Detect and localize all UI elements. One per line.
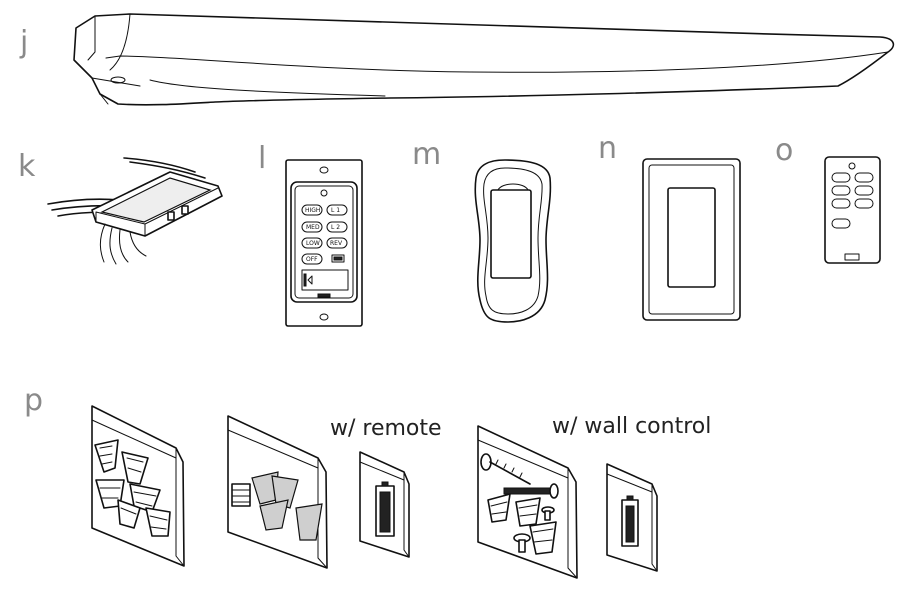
wire-nut-icon: [129, 483, 161, 513]
wire-nut-icon: [271, 475, 299, 509]
wire-nut-icon: [487, 493, 511, 523]
screw-icon: [480, 453, 531, 485]
part-label-l: l: [258, 141, 266, 176]
screw-icon: [541, 506, 555, 521]
button-l1: L 1: [331, 207, 340, 214]
button-l2: L 2: [331, 224, 340, 231]
wire-nut-icon: [121, 451, 149, 485]
button-med: MED: [306, 224, 320, 231]
caption-with-wall-control: w/ wall control: [552, 414, 711, 439]
wall-control: HIGH L 1 MED L 2 LOW REV OFF: [285, 159, 363, 327]
screw-icon: [513, 533, 531, 553]
part-label-j: j: [19, 25, 28, 60]
hardware-bag-wire-nuts: [91, 405, 185, 567]
hardware-bag-wall-control: [477, 425, 578, 579]
button-low: LOW: [306, 240, 320, 247]
button-rev: REV: [330, 240, 343, 247]
battery-icon: [375, 481, 395, 537]
part-label-m: m: [412, 137, 441, 172]
battery-bag-wall-control: [606, 463, 658, 572]
connector-icon: [231, 483, 251, 507]
part-label-p: p: [24, 383, 43, 418]
button-high: HIGH: [305, 207, 320, 214]
battery-icon: [621, 495, 639, 547]
part-label-o: o: [775, 133, 793, 168]
screw-icon: [503, 483, 559, 499]
handheld-remote: [474, 159, 552, 323]
wire-nut-icon: [117, 499, 141, 529]
small-remote: [824, 156, 881, 264]
part-label-n: n: [598, 131, 617, 166]
fan-blade: [73, 13, 895, 106]
battery-bag-remote: [359, 451, 410, 558]
wire-nut-icon: [529, 521, 557, 555]
hardware-bag-remote: [227, 415, 328, 569]
caption-with-remote: w/ remote: [330, 416, 442, 441]
button-off: OFF: [306, 256, 318, 263]
wire-nut-icon: [295, 503, 323, 541]
wall-plate: [642, 158, 741, 321]
receiver-module: [47, 157, 223, 265]
wire-nut-icon: [515, 497, 541, 527]
wire-nut-icon: [145, 507, 171, 537]
wire-nut-icon: [94, 439, 119, 473]
part-label-k: k: [18, 149, 36, 184]
wire-nut-icon: [259, 499, 289, 531]
